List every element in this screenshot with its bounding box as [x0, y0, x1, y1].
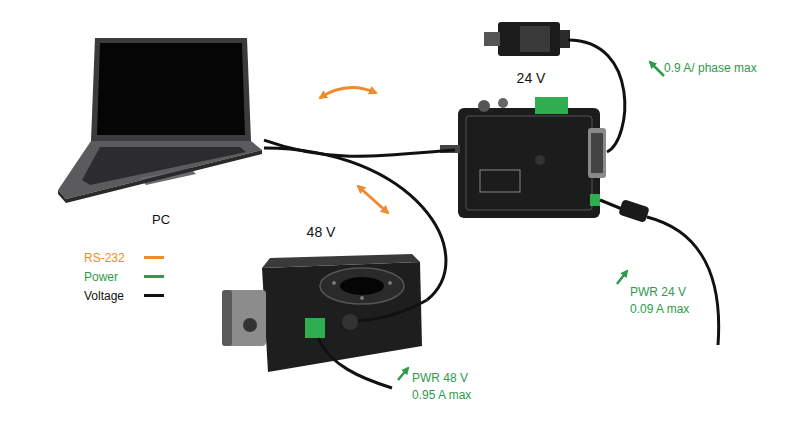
device-pc: PC	[58, 30, 264, 228]
legend-text: Power	[84, 270, 136, 284]
power-arrow	[617, 271, 627, 284]
legend-swatch	[144, 256, 164, 259]
legend-swatch	[144, 294, 164, 297]
legend-row: Power	[84, 267, 164, 286]
power-arrow	[398, 368, 408, 380]
cable	[264, 148, 446, 300]
legend: RS-232PowerVoltage	[84, 248, 164, 305]
device-stage: 48 V	[215, 224, 427, 380]
device-controller: 24 V	[455, 70, 607, 220]
rotation-stage	[222, 254, 427, 388]
power-note: PWR 24 V	[630, 285, 686, 299]
controller-board	[440, 97, 719, 345]
rs232-arrow	[320, 88, 376, 98]
power-note: PWR 48 V	[412, 371, 468, 385]
rs232-arrow	[358, 186, 388, 213]
power-note: 0.9 A/ phase max	[664, 61, 757, 75]
legend-row: Voltage	[84, 286, 164, 305]
legend-text: RS-232	[84, 251, 136, 265]
legend-text: Voltage	[84, 289, 136, 303]
power-arrow	[650, 62, 664, 76]
device-label: 48 V	[215, 224, 427, 242]
legend-swatch	[144, 275, 164, 278]
power-note: 0.95 A max	[412, 388, 471, 402]
device-label: 24 V	[455, 70, 607, 88]
laptop	[58, 38, 262, 203]
device-label: PC	[58, 212, 264, 228]
power-note: 0.09 A max	[630, 302, 689, 316]
legend-row: RS-232	[84, 248, 164, 267]
